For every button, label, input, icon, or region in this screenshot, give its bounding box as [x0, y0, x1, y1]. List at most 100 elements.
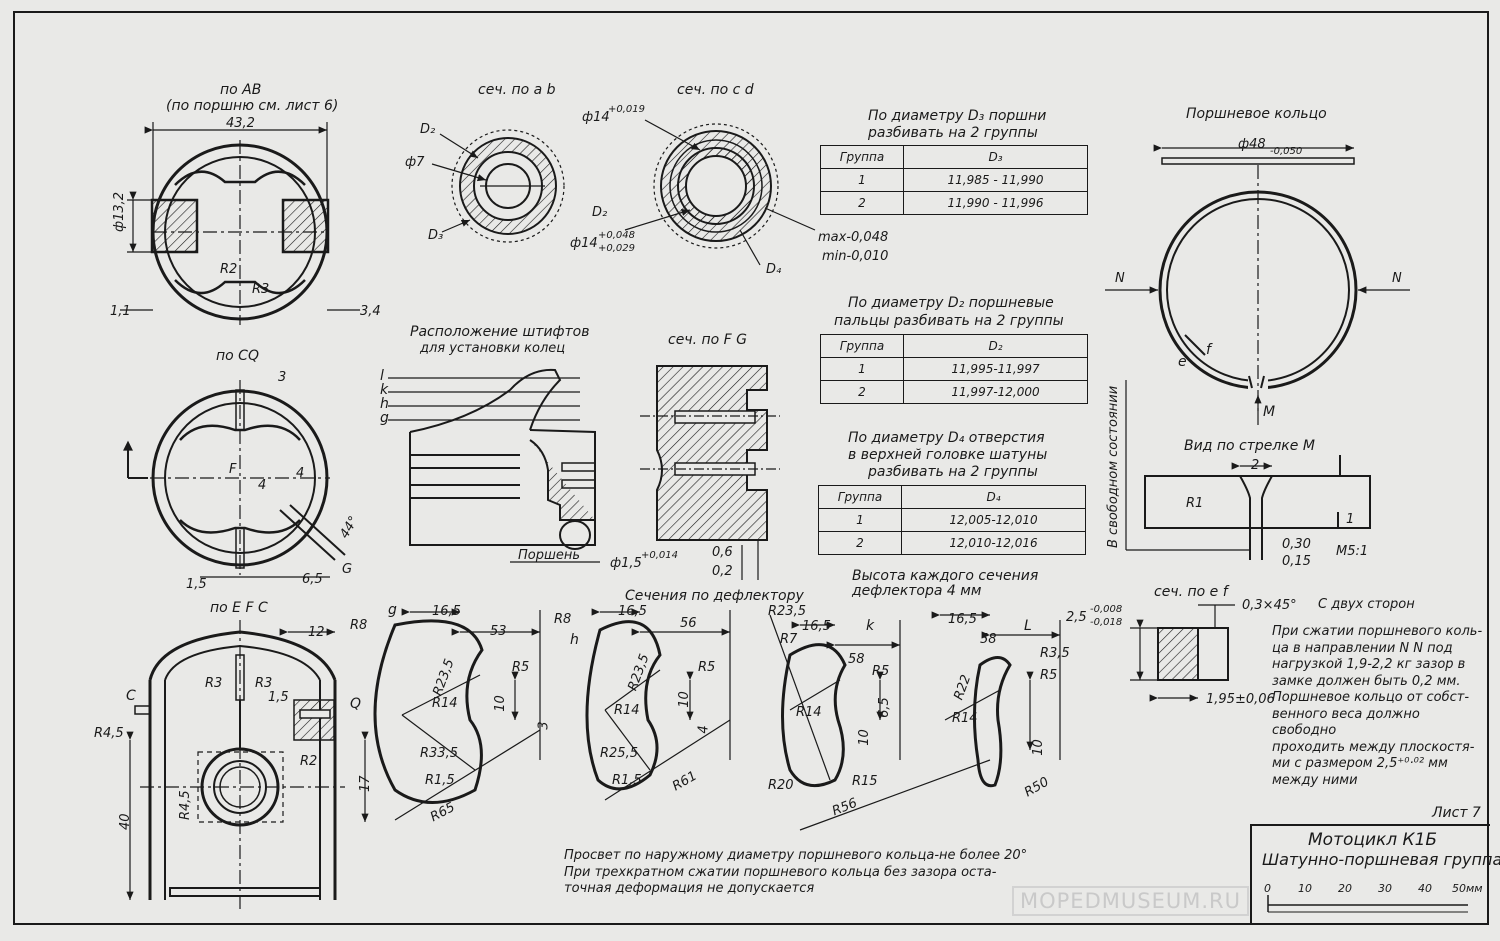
g-sec-d53: 53 — [490, 624, 507, 639]
section-cd-phi14-bot: ф14 — [570, 236, 598, 251]
table-d3-header-group: Группа — [820, 145, 904, 169]
title-block — [1250, 824, 1490, 924]
view-cq-dim15: 1,5 — [186, 577, 207, 592]
pin-layout-k: k — [380, 382, 389, 398]
table-d3-row1-group: 1 — [820, 168, 904, 192]
view-ab-dia-dim: ф13,2 — [112, 191, 127, 232]
g-sec-r5: R5 — [512, 660, 530, 675]
ring-dia: ф48 — [1238, 137, 1266, 152]
table-d2-row2-value: 11,997-12,000 — [903, 380, 1088, 404]
view-cq-dim4a: 4 — [258, 478, 267, 493]
view-ab-left-dim: 1,1 — [110, 304, 131, 319]
section-fg-phi-tol: +0,014 — [641, 550, 679, 561]
l-sec-d165: 16,5 — [948, 612, 977, 627]
view-cq-title: по CQ — [216, 348, 259, 364]
scale-bar-drawing — [1267, 895, 1468, 913]
view-ab-right-dim: 3,4 — [360, 304, 381, 319]
table-d3-header-d3: D₃ — [903, 145, 1088, 169]
scale-tick-50: 50мм — [1452, 882, 1483, 895]
table-d4-title-1: По диаметру D₄ отверстия — [848, 430, 1045, 446]
section-fg-drawing — [640, 365, 780, 580]
view-cq-dim65: 6,5 — [302, 572, 323, 587]
section-cd-d4: D₄ — [766, 262, 782, 277]
view-cq-f: F — [229, 462, 237, 477]
view-efc-c: C — [126, 688, 136, 704]
deflector-height-note-2: дефлектора 4 мм — [852, 583, 982, 599]
pin-layout-title-2: для установки колец — [420, 341, 566, 356]
pin-layout-h: h — [380, 396, 389, 412]
section-ef-d25: 2,5 — [1066, 610, 1087, 625]
pin-layout-g: g — [380, 410, 389, 426]
ring-scale: M5:1 — [1336, 544, 1369, 559]
ring-n-left: N — [1115, 271, 1125, 286]
table-d4-header-group: Группа — [818, 485, 902, 509]
section-ab-d2: D₂ — [420, 122, 436, 137]
h-sec-r15: R1,5 — [612, 773, 642, 788]
section-cd-phi14-top-tol: +0,019 — [608, 104, 646, 115]
scale-tick-40: 40 — [1418, 882, 1432, 895]
deflector-height-note-1: Высота каждого сечения — [852, 568, 1039, 584]
deflector-title: Сечения по дефлектору — [625, 588, 804, 604]
section-ef-both-sides: С двух сторон — [1318, 597, 1415, 612]
g-sec-d10: 10 — [492, 695, 508, 712]
sheet-title-1: Мотоцикл К1Б — [1308, 830, 1438, 850]
l-sec-r5: R5 — [1040, 668, 1058, 683]
section-cd-phi14-bot-tol-up: +0,048 — [598, 230, 636, 241]
section-cd-min: min-0,010 — [822, 249, 889, 264]
section-fg-phi: ф1,5 — [610, 556, 642, 571]
k-sec-d10: 10 — [856, 729, 872, 746]
ring-m: M — [1263, 404, 1276, 420]
table-d2-title-2: пальцы разбивать на 2 группы — [834, 313, 1064, 329]
section-ab-drawing — [431, 129, 565, 243]
ring-d1: 1 — [1346, 512, 1355, 527]
ring-title: Поршневое кольцо — [1186, 106, 1327, 122]
h-sec-d56: 56 — [680, 616, 697, 631]
ring-dia-tol: -0,050 — [1270, 146, 1303, 157]
k-sec-r20: R20 — [768, 778, 794, 793]
ring-view-m: Вид по стрелке M — [1184, 438, 1315, 454]
ring-n-right: N — [1392, 271, 1402, 286]
piston-ring-drawing — [1105, 144, 1410, 560]
view-cq-drawing — [123, 380, 346, 578]
k-sec-r15: R15 — [852, 774, 878, 789]
g-sec-r14: R14 — [432, 696, 458, 711]
ring-free-state: В свободном состоянии — [1106, 385, 1121, 548]
h-sec-r5: R5 — [698, 660, 716, 675]
k-sec-r235: R23,5 — [768, 604, 806, 619]
g-sec-r335: R33,5 — [420, 746, 458, 761]
scale-tick-30: 30 — [1378, 882, 1392, 895]
pin-layout-l: l — [380, 368, 384, 384]
ring-f: f — [1206, 342, 1211, 358]
k-sec-d58: 58 — [848, 652, 865, 667]
k-sec-r14: R14 — [796, 705, 822, 720]
sheet-title-2: Шатунно-поршневая группа — [1262, 850, 1500, 869]
section-cd-title: сеч. по c d — [677, 82, 754, 98]
view-efc-dim40: 40 — [118, 813, 133, 830]
l-sec-d10: 10 — [1030, 739, 1046, 756]
view-efc-dim15: 1,5 — [268, 690, 289, 705]
view-ab-title: по AB — [220, 82, 262, 98]
view-efc-title: по E F C — [210, 600, 268, 616]
g-sec-r8: R8 — [350, 618, 368, 633]
watermark: MOPEDMUSEUM.RU — [1012, 886, 1249, 916]
deflector-sections-drawing — [373, 608, 1061, 831]
table-d2-title-1: По диаметру D₂ поршневые — [848, 295, 1054, 311]
view-efc-r3b: R3 — [255, 676, 273, 691]
section-ef-drawing — [1130, 604, 1235, 702]
view-ab-r2: R2 — [220, 262, 238, 277]
view-ab-drawing — [120, 122, 360, 325]
table-d3-row2-group: 2 — [820, 191, 904, 215]
section-ef-d195: 1,95±0,06 — [1206, 692, 1275, 707]
section-fg-d02: 0,2 — [712, 564, 733, 579]
table-d4-row1-value: 12,005-12,010 — [901, 508, 1086, 532]
section-cd-phi14-top: ф14 — [582, 110, 610, 125]
view-ab-r3: R3 — [252, 282, 270, 297]
view-ab-subtitle: (по поршню см. лист 6) — [166, 98, 339, 114]
section-cd-drawing — [624, 119, 816, 266]
pin-layout-drawing — [388, 368, 600, 563]
view-efc-dim17: 17 — [358, 775, 373, 792]
